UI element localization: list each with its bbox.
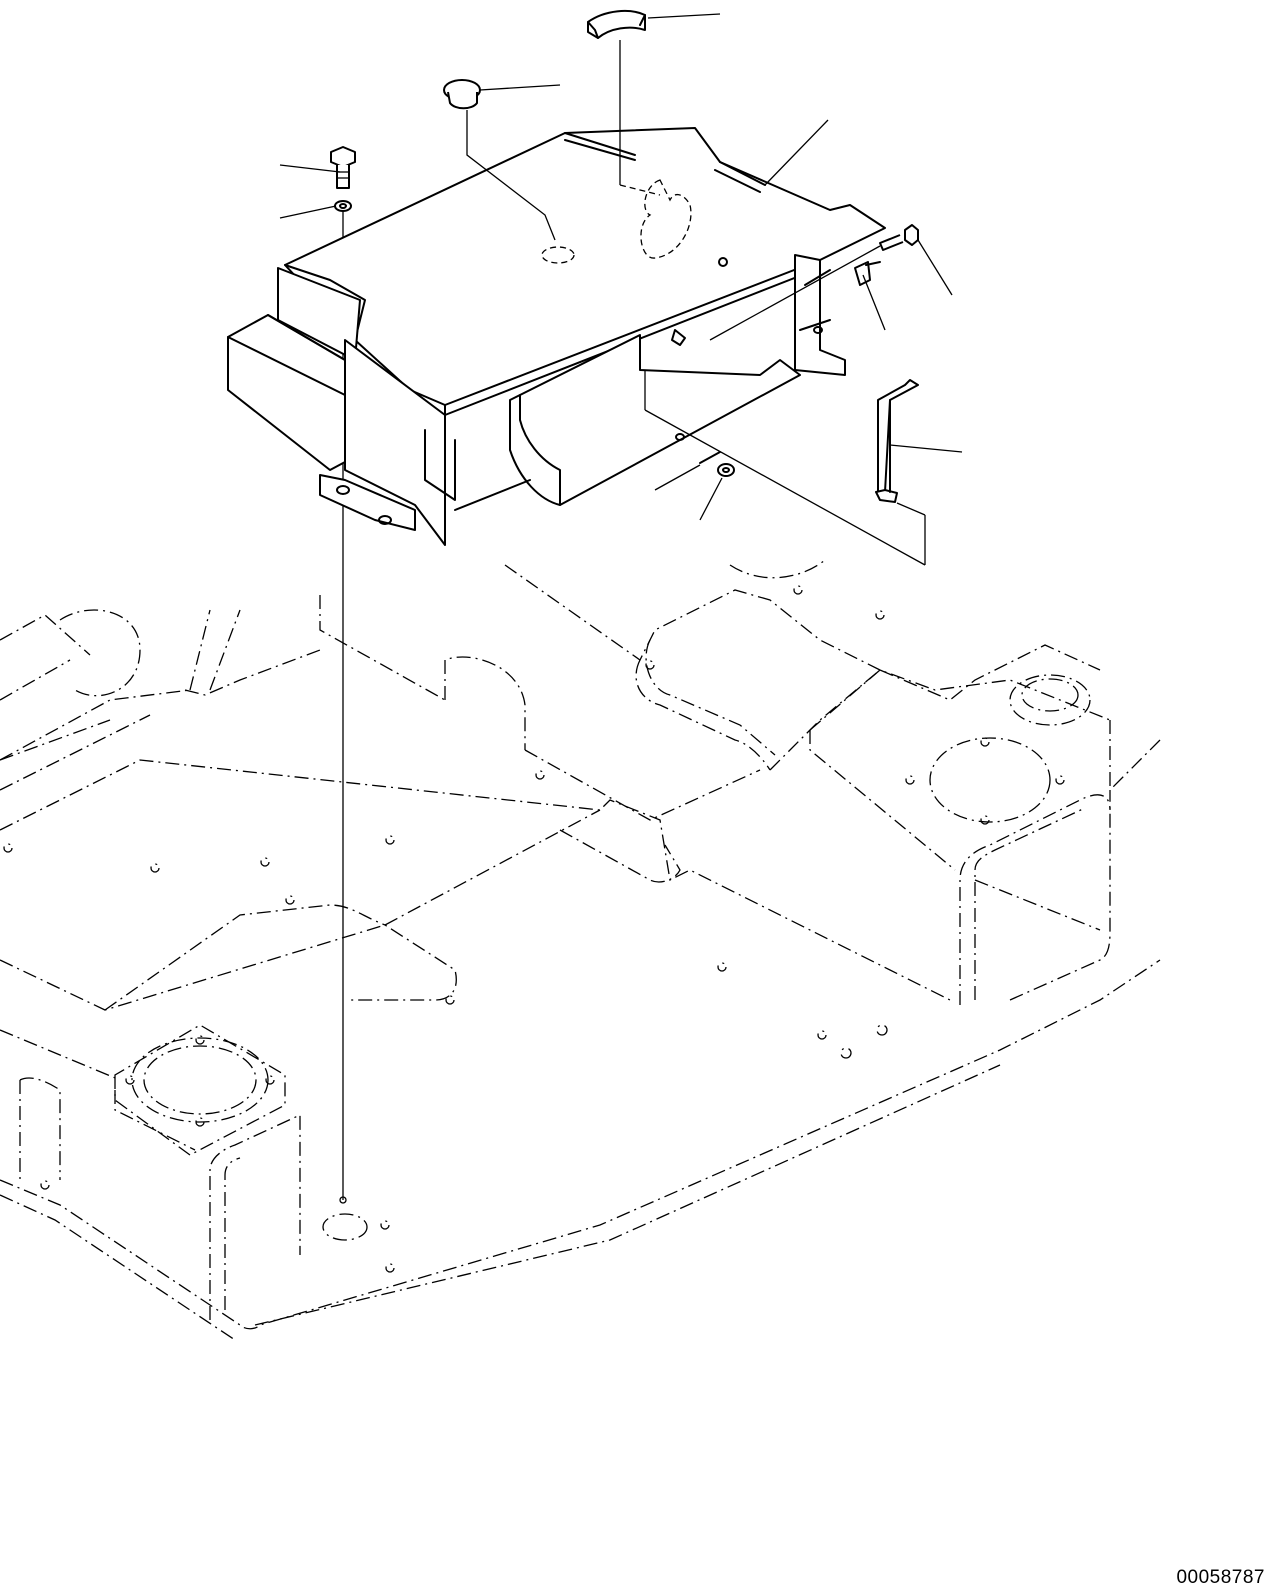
frame-bolt-hole bbox=[339, 1196, 347, 1204]
grommet-cap-part bbox=[443, 79, 556, 241]
hex-bolt-part bbox=[330, 146, 356, 189]
washer-part bbox=[334, 200, 352, 212]
callout-leaders bbox=[279, 13, 963, 521]
drawing-number: 00058787 bbox=[1176, 1567, 1265, 1588]
nut-washer-part bbox=[654, 451, 735, 491]
hold-down-rod-part bbox=[644, 370, 926, 566]
revolving-frame-outline bbox=[0, 559, 1161, 1341]
rubber-strap-part bbox=[587, 9, 661, 196]
terminal-clip-part bbox=[854, 261, 881, 286]
battery-box-assembly bbox=[227, 127, 886, 546]
